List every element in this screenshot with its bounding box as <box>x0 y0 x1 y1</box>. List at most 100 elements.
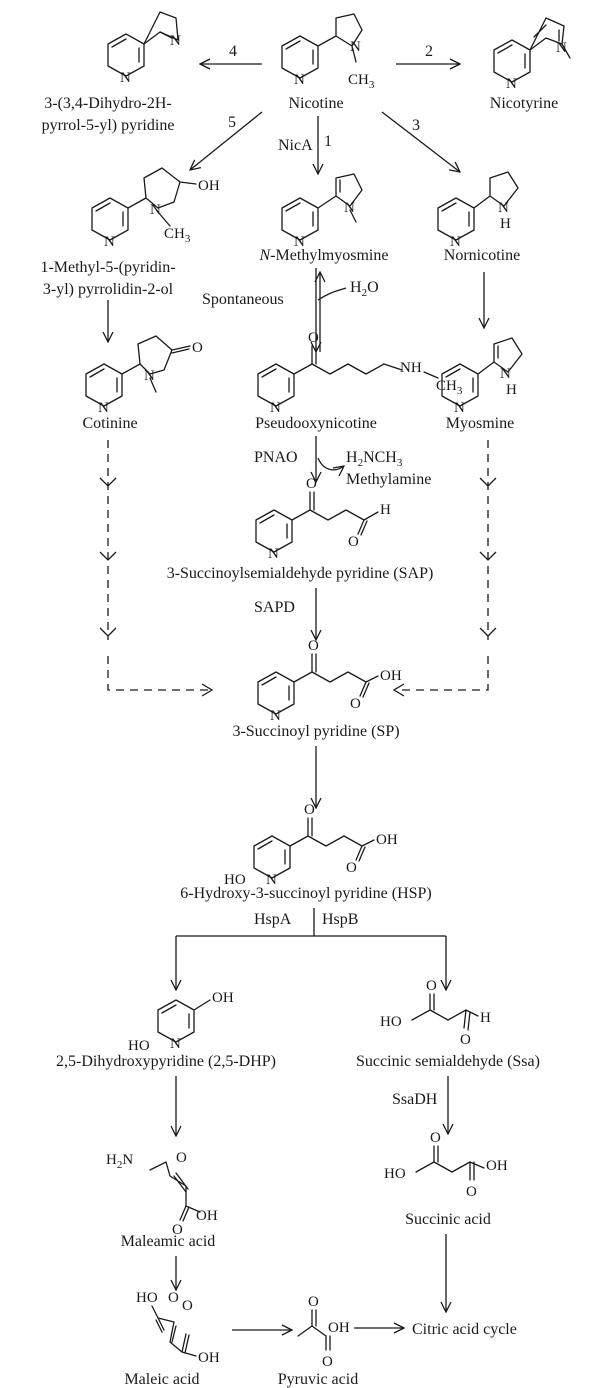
sap-structure: N O H O <box>255 476 391 562</box>
atom-h: H <box>480 1010 491 1026</box>
dashed-arrowhead-sp-right <box>392 683 405 697</box>
enzyme-hspb: HspB <box>322 911 358 928</box>
atom-n: N <box>98 400 109 416</box>
arrow-path-5 <box>190 111 263 170</box>
label-maleic-acid: Maleic acid <box>124 1371 199 1388</box>
label-n-methylmyosmine: N-Methylmyosmine <box>259 247 389 264</box>
label-pyruvic-acid: Pyruvic acid <box>278 1371 358 1388</box>
atom-n: N <box>556 40 567 56</box>
label-nicotine: Nicotine <box>288 95 343 112</box>
path-number-2: 2 <box>425 43 433 60</box>
atom-n: N <box>350 39 361 55</box>
label-myosmine: Myosmine <box>446 415 514 432</box>
atom-n: N <box>270 708 281 724</box>
label-cotinine: Cotinine <box>82 415 137 432</box>
dhp-structure: OH HO N <box>128 990 234 1054</box>
atom-o: O <box>308 1294 319 1310</box>
atom-nh: NH <box>400 360 422 376</box>
reagent-methylamine-formula: H2NCH3 <box>346 449 403 469</box>
sp-structure: N O OH O <box>257 638 402 724</box>
atom-o: O <box>348 534 359 550</box>
nicotyrine-structure: N N <box>493 17 571 92</box>
atom-o: O <box>306 476 317 492</box>
methylamine-release-curve <box>317 457 344 470</box>
path-number-4: 4 <box>229 43 237 60</box>
atom-n: N <box>506 76 517 92</box>
atom-n: N <box>268 546 279 562</box>
atom-o: O <box>176 1150 187 1166</box>
atom-o: O <box>304 802 315 818</box>
atom-ho: HO <box>136 1290 158 1306</box>
atom-ho: HO <box>224 872 246 888</box>
atom-o: O <box>430 1130 441 1146</box>
label-citric-acid-cycle: Citric acid cycle <box>412 1321 517 1338</box>
label-hsp: 6-Hydroxy-3-succinoyl pyridine (HSP) <box>180 885 432 902</box>
atom-n: N <box>344 200 355 216</box>
atom-o: O <box>466 1184 477 1200</box>
atom-n: N <box>294 72 305 88</box>
dihydropyrrolyl-pyridine-structure: N N <box>107 11 181 86</box>
label-sp: 3-Succinoyl pyridine (SP) <box>232 723 399 740</box>
atom-n: N <box>450 234 461 250</box>
arrow-path-3 <box>381 111 460 172</box>
atom-o: O <box>346 860 357 876</box>
label-nornicotine: Nornicotine <box>444 247 520 264</box>
nicotine-structure: N N CH3 <box>281 13 375 91</box>
atom-o: O <box>350 696 361 712</box>
maleic-acid-structure: HO O O OH <box>136 1290 220 1366</box>
ssa-structure: HO O H O <box>380 978 491 1048</box>
atom-ho: HO <box>380 1014 402 1030</box>
atom-n: N <box>270 400 281 416</box>
enzyme-sapd: SAPD <box>254 599 295 616</box>
atom-n: N <box>500 366 511 382</box>
svg-text:CH3: CH3 <box>348 72 375 91</box>
atom-oh: OH <box>212 990 234 1006</box>
enzyme-nica: NicA <box>278 137 313 154</box>
atom-ho: HO <box>128 1038 150 1054</box>
atom-o: O <box>172 1222 183 1238</box>
label-nicotyrine: Nicotyrine <box>490 95 558 112</box>
label-succinic-acid: Succinic acid <box>405 1211 491 1228</box>
label-dihydropyrrolyl-pyridine-line1: 3-(3,4-Dihydro-2H- <box>44 95 172 112</box>
label-dihydropyrrolyl-pyridine-line2: pyrrol-5-yl) pyridine <box>42 117 175 134</box>
dashed-arrowheads-cotinine <box>99 477 117 637</box>
pseudooxynicotine-structure: N O NH CH3 <box>257 330 463 416</box>
atom-n: N <box>170 1036 181 1052</box>
atom-oh: OH <box>198 178 220 194</box>
label-methylamine: Methylamine <box>346 471 431 488</box>
enzyme-pnao: PNAO <box>254 449 298 466</box>
nornicotine-structure: N N H <box>437 171 519 250</box>
label-ssa: Succinic semialdehyde (Ssa) <box>356 1053 540 1070</box>
atom-o: O <box>308 638 319 654</box>
atom-o: O <box>322 1354 333 1370</box>
atom-oh: OH <box>380 668 402 684</box>
path-number-5: 5 <box>228 114 236 131</box>
succinic-acid-structure: HO O OH O <box>384 1130 508 1200</box>
enzyme-ssadh: SsaDH <box>392 1091 438 1108</box>
atom-oh: OH <box>376 832 398 848</box>
atom-oh: OH <box>486 1158 508 1174</box>
path-number-1: 1 <box>324 133 332 150</box>
atom-o: O <box>182 1298 193 1314</box>
svg-text:CH3: CH3 <box>164 226 191 245</box>
path-number-3: 3 <box>412 117 420 134</box>
atom-ho: HO <box>384 1166 406 1182</box>
n-methylmyosmine-structure: N N <box>281 173 363 250</box>
atom-o: O <box>168 1290 179 1306</box>
atom-o: O <box>426 978 437 994</box>
atom-o: O <box>192 340 203 356</box>
svg-text:H2N: H2N <box>106 1152 133 1171</box>
label-spontaneous: Spontaneous <box>202 291 284 308</box>
methyl-pyrrolidinol-structure: N N OH CH3 <box>91 167 220 250</box>
enzyme-hspa: HspA <box>254 911 292 928</box>
atom-h: H <box>500 216 511 232</box>
dashed-arrow-cotinine-to-sp <box>107 656 210 691</box>
atom-oh: OH <box>196 1208 218 1224</box>
label-pseudooxynicotine: Pseudooxynicotine <box>255 415 377 432</box>
atom-h: H <box>380 502 391 518</box>
atom-n: N <box>150 202 161 218</box>
atom-n: N <box>294 234 305 250</box>
atom-n: N <box>144 368 155 384</box>
atom-o: O <box>460 1032 471 1048</box>
